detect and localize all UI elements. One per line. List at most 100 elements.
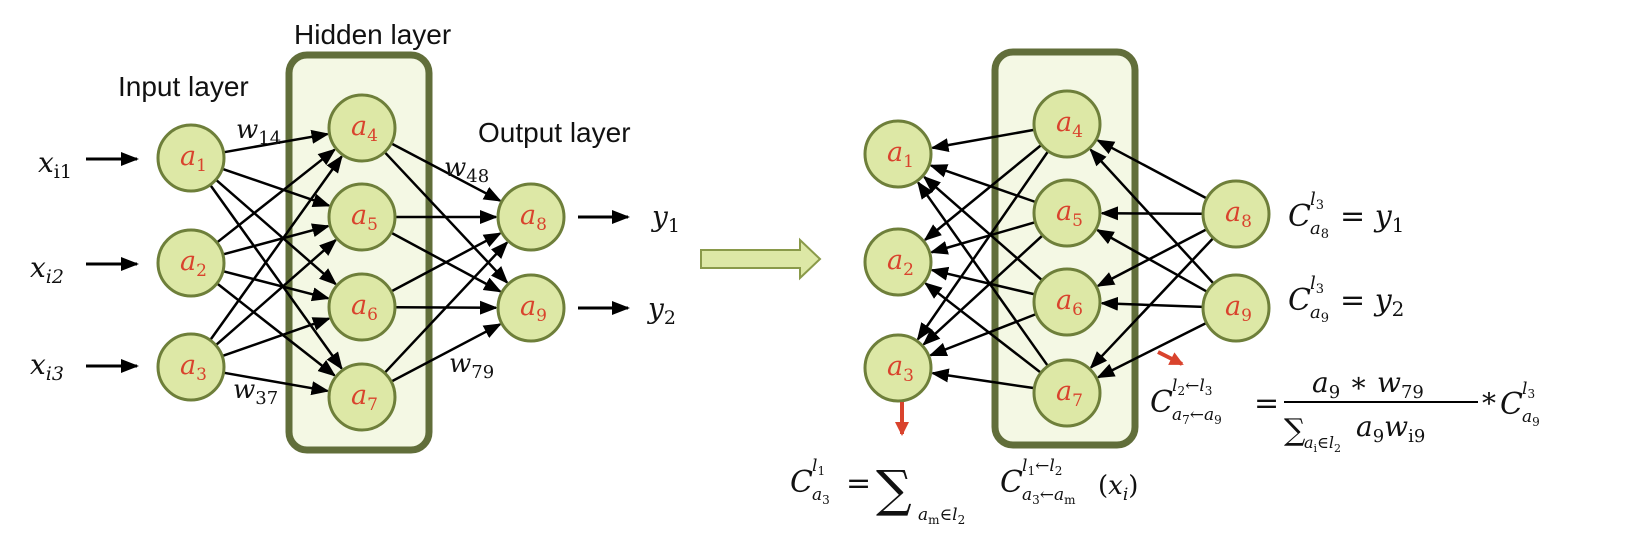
svg-text:C: C <box>1150 385 1173 420</box>
back-connection-a9-a7 <box>1096 321 1208 379</box>
back-connection-a6-a3 <box>928 312 1037 357</box>
weight-label-w37: w37 <box>233 375 278 409</box>
back-connection-a8-a5 <box>1099 206 1204 221</box>
connection-a2-a5 <box>222 223 331 256</box>
svg-text:C: C <box>1288 283 1311 318</box>
back-connection-a6-a1 <box>922 175 1043 282</box>
output-node-a9: a9 <box>496 273 566 343</box>
red-arrow-a7 <box>1157 350 1184 366</box>
input-label-x3: xi3 <box>30 348 64 385</box>
svg-text:=: = <box>1254 386 1279 421</box>
svg-text:C: C <box>790 465 813 500</box>
right-output-node-a8: a8 <box>1201 179 1271 249</box>
right-hidden-node-a5: a5 <box>1032 178 1102 248</box>
input-label-x2: xi2 <box>30 251 64 288</box>
right-network-connections <box>916 128 1215 390</box>
connection-a3-a7 <box>223 371 330 396</box>
svg-text:∑: ∑ <box>1284 413 1306 448</box>
left-network-connections <box>209 129 509 396</box>
svg-text:a8: a8 <box>1310 218 1329 242</box>
svg-text:ai∈l2: ai∈l2 <box>1304 433 1341 455</box>
connection-a3-a4 <box>209 154 343 341</box>
input-label-x1: xi1 <box>38 146 72 183</box>
svg-text:a1: a1 <box>887 137 914 172</box>
right-hidden-node-a4: a4 <box>1032 89 1102 159</box>
back-connection-a4-a2 <box>923 143 1043 242</box>
svg-text:a9: a9 <box>1310 302 1329 326</box>
svg-text:= y1: = y1 <box>1340 199 1404 237</box>
svg-text:a3←am: a3←am <box>1022 485 1076 507</box>
right-hidden-node-a6: a6 <box>1032 267 1102 337</box>
right-input-node-a3: a3 <box>863 333 933 403</box>
back-connection-a8-a4 <box>1096 139 1208 200</box>
hidden-layer-label: Hidden layer <box>294 19 451 50</box>
connection-a7-a8 <box>383 241 509 374</box>
svg-text:= y2: = y2 <box>1340 283 1404 321</box>
back-connection-a5-a3 <box>922 234 1044 346</box>
connection-a2-a4 <box>216 148 337 244</box>
right-network-nodes: a1 a2 a3 a4 a5 a6 a7 a8 a9 <box>863 89 1271 428</box>
connection-a1-a7 <box>209 184 343 371</box>
svg-text:a9wi9: a9wi9 <box>1356 410 1425 447</box>
equation-a8: C l3 a8 = y1 <box>1288 189 1404 242</box>
output-label-y1: y1 <box>650 200 680 237</box>
svg-text:=: = <box>846 466 871 501</box>
equation-a7-a9: C l2←l3 a7←a9 = a9 ∗ w79 ∑ ai∈l2 a9wi9 *… <box>1150 366 1540 455</box>
svg-text:a9 ∗ w79: a9 ∗ w79 <box>1312 366 1424 403</box>
right-input-node-a2: a2 <box>863 227 933 297</box>
back-connection-a7-a2 <box>924 282 1042 374</box>
svg-text:l1←l2: l1←l2 <box>1022 456 1062 478</box>
svg-text:l3: l3 <box>1310 189 1324 213</box>
back-connection-a9-a4 <box>1089 148 1215 285</box>
svg-text:a3: a3 <box>812 485 830 507</box>
right-output-node-a9: a9 <box>1201 273 1271 343</box>
hidden-node-a7: a7 <box>327 362 397 432</box>
connection-a6-a8 <box>390 232 502 293</box>
svg-text:l3: l3 <box>1310 273 1324 297</box>
weight-label-w14: w14 <box>236 115 281 149</box>
connection-a3-a5 <box>214 238 338 347</box>
svg-text:(xi): (xi) <box>1098 471 1138 505</box>
right-hidden-node-a7: a7 <box>1032 358 1102 428</box>
svg-text:∑: ∑ <box>876 460 912 518</box>
connection-a7-a9 <box>390 323 502 383</box>
svg-text:l1: l1 <box>812 456 825 478</box>
back-connection-a7-a3 <box>930 368 1035 390</box>
svg-text:C: C <box>1500 387 1523 422</box>
output-node-a8: a8 <box>496 182 566 252</box>
equation-a9: C l3 a9 = y2 <box>1288 273 1404 326</box>
output-label-y2: y2 <box>646 292 676 329</box>
back-connection-a6-a2 <box>930 266 1036 296</box>
connection-a2-a6 <box>222 270 331 302</box>
back-connection-a4-a3 <box>916 150 1050 341</box>
back-connection-a5-a2 <box>929 220 1036 255</box>
connection-a2-a7 <box>216 282 337 377</box>
connection-a1-a6 <box>215 178 338 286</box>
svg-text:a7←a9: a7←a9 <box>1172 405 1222 427</box>
svg-text:am∈l2: am∈l2 <box>918 505 965 527</box>
back-connection-a4-a1 <box>930 128 1035 152</box>
svg-text:l2←l3: l2←l3 <box>1172 376 1212 398</box>
svg-text:a9: a9 <box>1522 407 1540 429</box>
connection-a3-a6 <box>221 317 331 358</box>
weight-label-w48: w48 <box>444 153 489 187</box>
svg-text:*: * <box>1482 387 1496 420</box>
svg-text:C: C <box>1000 465 1023 500</box>
input-node-a2: a2 <box>156 228 226 298</box>
hidden-node-a5: a5 <box>327 182 397 252</box>
input-layer-label: Input layer <box>118 71 249 102</box>
back-connection-a9-a5 <box>1095 229 1208 293</box>
equation-a3: C l1 a3 = ∑ am∈l2 C l1←l2 a3←am (xi) <box>790 456 1138 527</box>
input-node-a3: a3 <box>156 332 226 402</box>
back-connection-a9-a6 <box>1099 296 1204 311</box>
svg-text:C: C <box>1288 199 1311 234</box>
input-node-a1: a1 <box>156 123 226 193</box>
hidden-node-a6: a6 <box>327 272 397 342</box>
svg-text:l3: l3 <box>1522 379 1535 401</box>
right-input-node-a1: a1 <box>863 119 933 189</box>
weight-label-w79: w79 <box>449 349 494 383</box>
connection-a4-a8 <box>390 142 502 202</box>
output-layer-label: Output layer <box>478 117 631 148</box>
